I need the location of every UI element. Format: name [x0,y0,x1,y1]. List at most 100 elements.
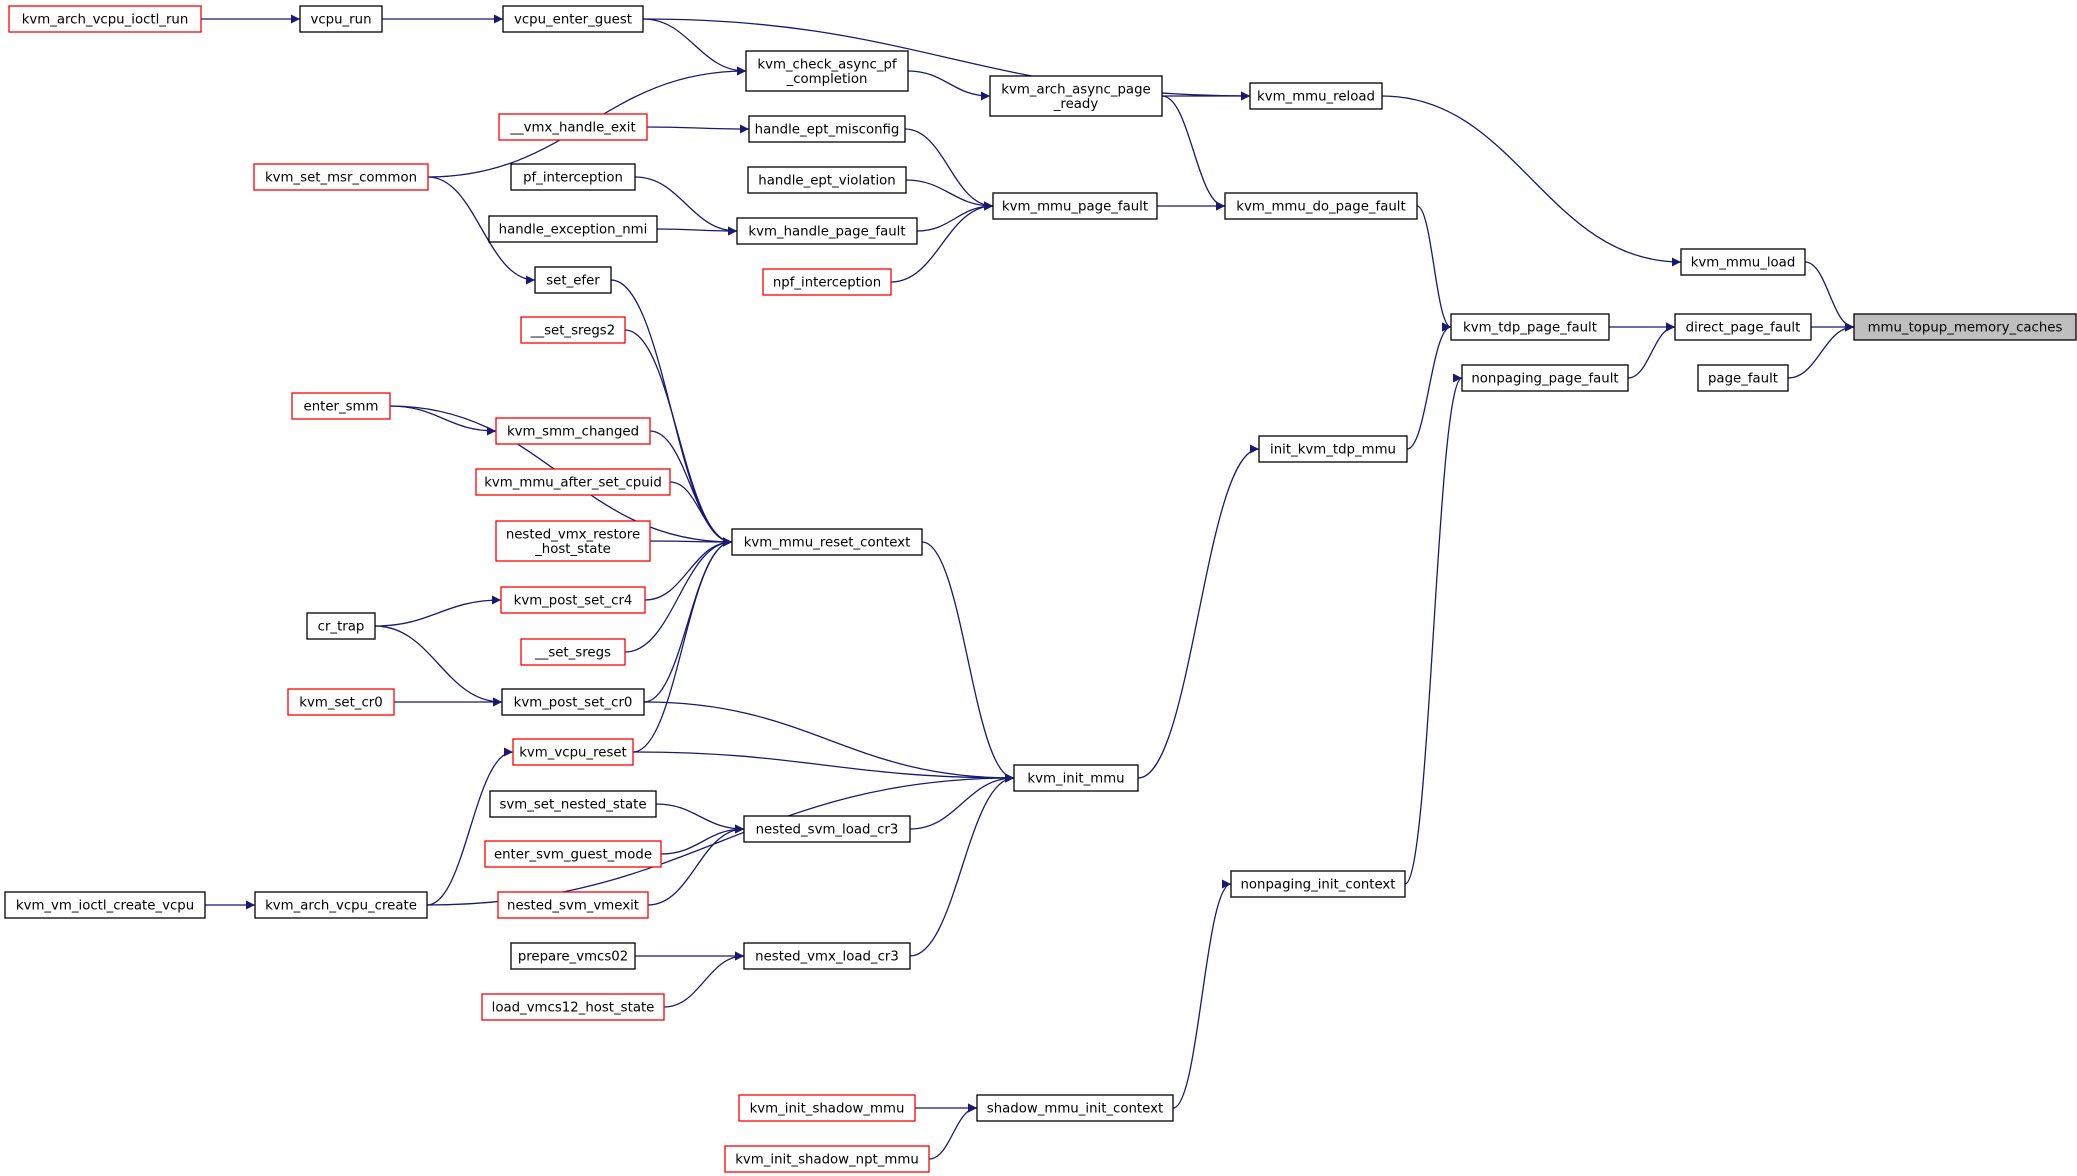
node-nested_vmx_restore_host_state[interactable]: nested_vmx_restore_host_state [495,520,651,562]
node-load_vmcs12_host_state[interactable]: load_vmcs12_host_state [481,993,665,1021]
node-set_sregs[interactable]: __set_sregs [520,638,626,666]
node-kvm_post_set_cr4[interactable]: kvm_post_set_cr4 [500,586,646,614]
node-handle_ept_violation[interactable]: handle_ept_violation [747,166,907,194]
node-kvm_init_mmu[interactable]: kvm_init_mmu [1013,764,1139,792]
node-init_kvm_tdp_mmu[interactable]: init_kvm_tdp_mmu [1258,435,1408,463]
node-kvm_mmu_do_page_fault[interactable]: kvm_mmu_do_page_fault [1224,192,1418,220]
node-label: _host_state [534,542,611,557]
node-mmu_topup_memory_caches[interactable]: mmu_topup_memory_caches [1853,313,2077,341]
node-kvm_set_msr_common[interactable]: kvm_set_msr_common [253,163,429,191]
node-box [501,688,645,716]
node-kvm_mmu_reload[interactable]: kvm_mmu_reload [1249,82,1383,110]
node-kvm_mmu_load[interactable]: kvm_mmu_load [1680,248,1806,276]
node-label: handle_exception_nmi [499,223,648,238]
edge-shadow_mmu_init_context-to-nonpaging_init_context [1172,879,1232,1109]
node-kvm_smm_changed[interactable]: kvm_smm_changed [495,417,651,445]
node-label: nonpaging_init_context [1240,878,1395,893]
node-label: kvm_post_set_cr0 [514,696,633,711]
node-handle_ept_misconfig[interactable]: handle_ept_misconfig [748,115,906,143]
node-box [510,942,636,970]
node-label: kvm_mmu_load [1691,256,1796,271]
node-label: enter_smm [304,400,379,415]
edge-kvm_init_shadow_npt_mmu-to-shadow_mmu_init_context [928,1103,978,1160]
node-box [738,1094,916,1122]
node-page_fault[interactable]: page_fault [1697,364,1789,392]
node-label: kvm_mmu_reload [1257,90,1375,105]
edge-handle_exception_nmi-to-kvm_handle_page_fault [656,226,738,236]
node-vcpu_run[interactable]: vcpu_run [299,5,383,33]
node-kvm_set_cr0[interactable]: kvm_set_cr0 [287,688,395,716]
edge-init_kvm_tdp_mmu-to-kvm_tdp_page_fault [1406,322,1452,450]
node-kvm_init_shadow_mmu[interactable]: kvm_init_shadow_mmu [738,1094,916,1122]
node-box [745,50,909,92]
node-box [534,266,612,294]
node-label: vcpu_enter_guest [514,13,632,28]
node-kvm_mmu_page_fault[interactable]: kvm_mmu_page_fault [992,192,1158,220]
node-label: prepare_vmcs02 [518,950,628,965]
node-kvm_vm_ioctl_create_vcpu[interactable]: kvm_vm_ioctl_create_vcpu [4,891,206,919]
node-box [495,520,651,562]
node-box [989,75,1163,117]
edge-kvm_post_set_cr4-to-kvm_mmu_reset_context [644,537,733,601]
node-box [743,815,911,843]
edge-enter_smm-to-kvm_smm_changed [389,405,497,436]
node-vmx_handle_exit[interactable]: __vmx_handle_exit [498,113,648,141]
node-kvm_vcpu_reset[interactable]: kvm_vcpu_reset [512,738,634,766]
node-pf_interception[interactable]: pf_interception [510,163,636,191]
edge-kvm_arch_vcpu_create-to-kvm_vcpu_reset [426,747,514,906]
node-box [1853,313,2077,341]
edge-load_vmcs12_host_state-to-nested_vmx_load_cr3 [663,951,745,1008]
node-svm_set_nested_state[interactable]: svm_set_nested_state [489,790,657,818]
node-kvm_check_async_pf_completion[interactable]: kvm_check_async_pf_completion [745,50,909,92]
node-label: vcpu_run [310,13,371,28]
node-label: kvm_vm_ioctl_create_vcpu [16,899,194,914]
node-nested_svm_vmexit[interactable]: nested_svm_vmexit [497,891,649,919]
edge-kvm_mmu_reset_context-to-kvm_init_mmu [921,541,1015,783]
node-npf_interception[interactable]: npf_interception [762,268,892,296]
node-enter_smm[interactable]: enter_smm [291,392,391,420]
node-prepare_vmcs02[interactable]: prepare_vmcs02 [510,942,636,970]
node-box [520,316,626,344]
node-kvm_arch_async_page_ready[interactable]: kvm_arch_async_page_ready [989,75,1163,117]
edge-svm_set_nested_state-to-nested_svm_load_cr3 [655,803,745,834]
node-box [8,5,202,33]
node-nested_vmx_load_cr3[interactable]: nested_vmx_load_cr3 [743,942,911,970]
node-kvm_mmu_reset_context[interactable]: kvm_mmu_reset_context [731,528,923,556]
node-kvm_post_set_cr0[interactable]: kvm_post_set_cr0 [501,688,645,716]
node-box [731,528,923,556]
node-box [1230,870,1406,898]
node-box [1450,313,1610,341]
node-nonpaging_page_fault[interactable]: nonpaging_page_fault [1461,364,1629,392]
node-kvm_tdp_page_fault[interactable]: kvm_tdp_page_fault [1450,313,1610,341]
node-cr_trap[interactable]: cr_trap [306,612,376,640]
node-label: kvm_mmu_do_page_fault [1236,200,1405,215]
node-handle_exception_nmi[interactable]: handle_exception_nmi [488,215,658,243]
node-vcpu_enter_guest[interactable]: vcpu_enter_guest [502,5,644,33]
node-label: svm_set_nested_state [499,798,646,813]
node-kvm_mmu_after_set_cpuid[interactable]: kvm_mmu_after_set_cpuid [475,468,671,496]
node-kvm_arch_vcpu_ioctl_run[interactable]: kvm_arch_vcpu_ioctl_run [8,5,202,33]
node-enter_svm_guest_mode[interactable]: enter_svm_guest_mode [484,840,662,868]
node-label: init_kvm_tdp_mmu [1270,443,1396,458]
edge-kvm_mmu_reload-to-kvm_mmu_load [1381,95,1682,267]
node-set_sregs2[interactable]: __set_sregs2 [520,316,626,344]
node-kvm_arch_vcpu_create[interactable]: kvm_arch_vcpu_create [254,891,428,919]
edge-handle_ept_misconfig-to-kvm_mmu_page_fault [904,128,994,211]
edge-kvm_check_async_pf_completion-to-kvm_arch_async_page_ready [907,70,991,101]
node-label: _ready [1053,97,1099,112]
edge-cr_trap-to-kvm_post_set_cr0 [374,625,503,707]
node-label: enter_svm_guest_mode [494,848,652,863]
edge-kvm_mmu_do_page_fault-to-kvm_tdp_page_fault [1416,205,1452,332]
node-nonpaging_init_context[interactable]: nonpaging_init_context [1230,870,1406,898]
node-shadow_mmu_init_context[interactable]: shadow_mmu_init_context [976,1094,1174,1122]
node-box [743,942,911,970]
node-nested_svm_load_cr3[interactable]: nested_svm_load_cr3 [743,815,911,843]
edge-set_sregs2-to-kvm_mmu_reset_context [624,329,733,547]
node-kvm_init_shadow_npt_mmu[interactable]: kvm_init_shadow_npt_mmu [724,1145,930,1173]
node-set_efer[interactable]: set_efer [534,266,612,294]
node-box [1674,313,1812,341]
node-label: cr_trap [318,620,365,635]
node-direct_page_fault[interactable]: direct_page_fault [1674,313,1812,341]
node-kvm_handle_page_fault[interactable]: kvm_handle_page_fault [736,217,918,245]
node-label: direct_page_fault [1686,321,1801,336]
